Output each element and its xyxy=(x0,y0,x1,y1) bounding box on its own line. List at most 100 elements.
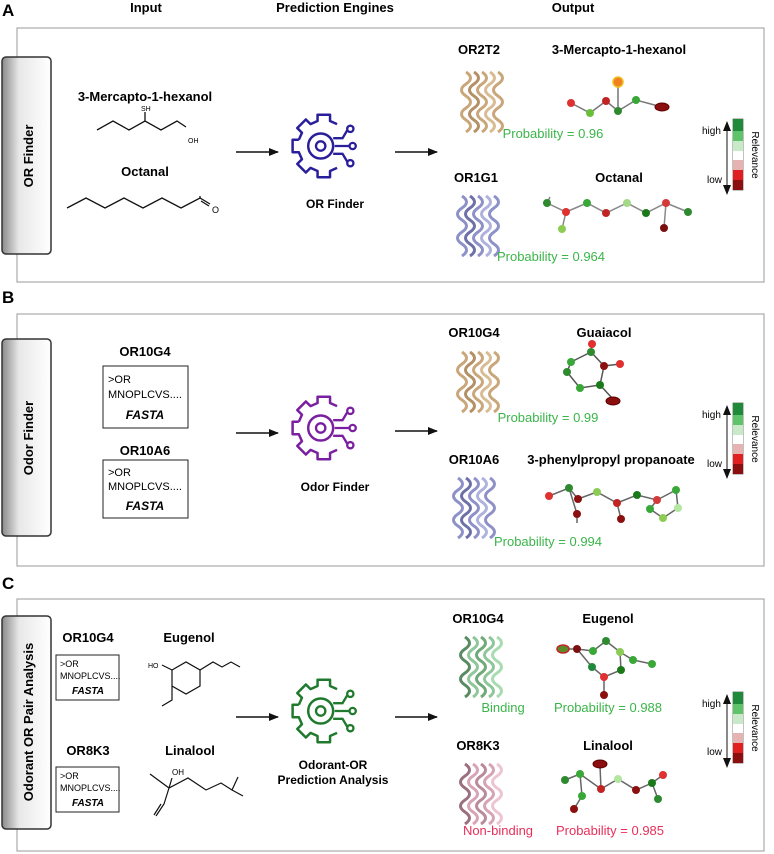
protein-helix-icon xyxy=(456,194,500,258)
relevance-legend: high low Relevance xyxy=(702,118,760,195)
probability-label: Probability = 0.964 xyxy=(497,249,605,264)
octanal-structure xyxy=(66,196,211,209)
panel-c: C Odorant OR Pair Analysis OR10G4 >OR MN… xyxy=(1,574,765,852)
relevance-molecule-graph xyxy=(563,340,624,406)
relevance-molecule-graph xyxy=(543,196,692,233)
input-molecule-name: Octanal xyxy=(121,164,169,179)
relevance-molecule-graph xyxy=(567,76,670,117)
fasta-box xyxy=(55,766,120,813)
fasta-format: FASTA xyxy=(126,499,164,513)
input-molecule-name: 3-Mercapto-1-hexanol xyxy=(78,89,212,104)
panel-a-side-tab xyxy=(1,56,52,255)
fasta-format: FASTA xyxy=(72,798,104,809)
column-header-engines: Prediction Engines xyxy=(276,0,394,15)
fasta-sequence: MNOPLCVS.... xyxy=(60,671,121,681)
input-receptor-name: OR10G4 xyxy=(62,630,114,645)
input-molecule-name: Linalool xyxy=(165,743,215,758)
probability-label: Probability = 0.988 xyxy=(554,700,662,715)
fasta-header: >OR xyxy=(60,771,79,781)
receptor-name: OR2T2 xyxy=(458,42,500,57)
panel-c-side-label: Odorant OR Pair Analysis xyxy=(21,643,36,801)
panel-b: B Odor Finder OR10G4 >OR MNOPLCVS.... FA… xyxy=(1,288,765,567)
probability-label: Probability = 0.99 xyxy=(498,410,599,425)
ho-label: HO xyxy=(148,663,159,670)
fasta-sequence: MNOPLCVS.... xyxy=(108,481,182,493)
engine-label: Odor Finder xyxy=(301,480,370,494)
protein-helix-icon xyxy=(460,70,504,134)
engine-label-line2: Prediction Analysis xyxy=(278,773,389,787)
receptor-name: OR10G4 xyxy=(452,611,504,626)
oh-label: OH xyxy=(172,768,184,777)
relevance-molecule-graph xyxy=(545,484,682,523)
output-molecule-name: Linalool xyxy=(583,738,633,753)
receptor-name: OR1G1 xyxy=(454,170,498,185)
protein-helix-icon xyxy=(456,350,500,414)
engine-label: OR Finder xyxy=(306,197,364,211)
sh-label: SH xyxy=(141,106,151,113)
fasta-header: >OR xyxy=(108,374,131,386)
panel-a-letter: A xyxy=(2,1,14,20)
input-receptor-name: OR10G4 xyxy=(119,344,171,359)
receptor-name: OR8K3 xyxy=(456,738,499,753)
panel-b-side-tab xyxy=(1,338,52,537)
relevance-molecule-graph xyxy=(556,637,656,699)
input-molecule-name: Eugenol xyxy=(163,630,214,645)
protein-helix-icon xyxy=(459,762,503,826)
relevance-molecule-graph xyxy=(561,759,667,813)
svg-text:Relevance: Relevance xyxy=(749,415,760,463)
eugenol-structure xyxy=(161,661,241,707)
fasta-sequence: MNOPLCVS.... xyxy=(60,783,121,793)
receptor-name: OR10A6 xyxy=(449,452,500,467)
fasta-box xyxy=(55,654,120,701)
output-molecule-name: Eugenol xyxy=(582,611,633,626)
svg-text:low: low xyxy=(707,459,723,470)
fasta-format: FASTA xyxy=(126,408,164,422)
output-molecule-name: Octanal xyxy=(595,170,643,185)
svg-text:high: high xyxy=(702,410,721,421)
output-molecule-name: 3-Mercapto-1-hexanol xyxy=(552,42,686,57)
input-receptor-name: OR8K3 xyxy=(66,743,109,758)
column-header-output: Output xyxy=(552,0,595,15)
o-label: O xyxy=(212,205,219,215)
panel-a-frame xyxy=(16,27,765,283)
relevance-legend: high low Relevance xyxy=(702,402,760,479)
oh-label: OH xyxy=(188,138,199,145)
svg-text:high: high xyxy=(702,126,721,137)
receptor-name: OR10G4 xyxy=(448,325,500,340)
probability-label: Probability = 0.994 xyxy=(494,534,602,549)
fasta-box xyxy=(102,365,189,429)
svg-text:low: low xyxy=(707,747,723,758)
fasta-format: FASTA xyxy=(72,686,104,697)
protein-helix-icon xyxy=(459,635,503,699)
panel-c-frame xyxy=(16,598,765,852)
mercaptohexanol-structure xyxy=(96,112,187,131)
probability-label: Probability = 0.985 xyxy=(556,823,664,838)
fasta-header: >OR xyxy=(108,467,131,479)
linalool-structure xyxy=(149,773,244,817)
gear-network-icon xyxy=(291,395,358,461)
engine-label-line1: Odorant-OR xyxy=(299,758,368,772)
fasta-box xyxy=(102,459,189,519)
fasta-header: >OR xyxy=(60,659,79,669)
column-header-input: Input xyxy=(130,0,162,15)
relevance-legend: high low Relevance xyxy=(702,691,760,768)
binding-status: Binding xyxy=(481,700,524,715)
gear-network-icon xyxy=(291,113,358,179)
svg-text:Relevance: Relevance xyxy=(749,131,760,179)
panel-c-side-tab xyxy=(1,615,52,830)
svg-text:Relevance: Relevance xyxy=(749,704,760,752)
panel-c-letter: C xyxy=(2,574,14,593)
panel-a-side-label: OR Finder xyxy=(21,125,36,188)
panel-a: A OR Finder 3-Mercapto-1-hexanol SH OH O… xyxy=(1,1,765,283)
svg-text:low: low xyxy=(707,175,723,186)
input-receptor-name: OR10A6 xyxy=(120,443,171,458)
output-molecule-name: 3-phenylpropyl propanoate xyxy=(527,452,695,467)
fasta-sequence: MNOPLCVS.... xyxy=(108,389,182,401)
protein-helix-icon xyxy=(452,476,496,540)
probability-label: Probability = 0.96 xyxy=(503,126,604,141)
svg-text:high: high xyxy=(702,699,721,710)
gear-network-icon xyxy=(291,678,358,744)
panel-b-side-label: Odor Finder xyxy=(21,401,36,475)
panel-b-letter: B xyxy=(2,288,14,307)
